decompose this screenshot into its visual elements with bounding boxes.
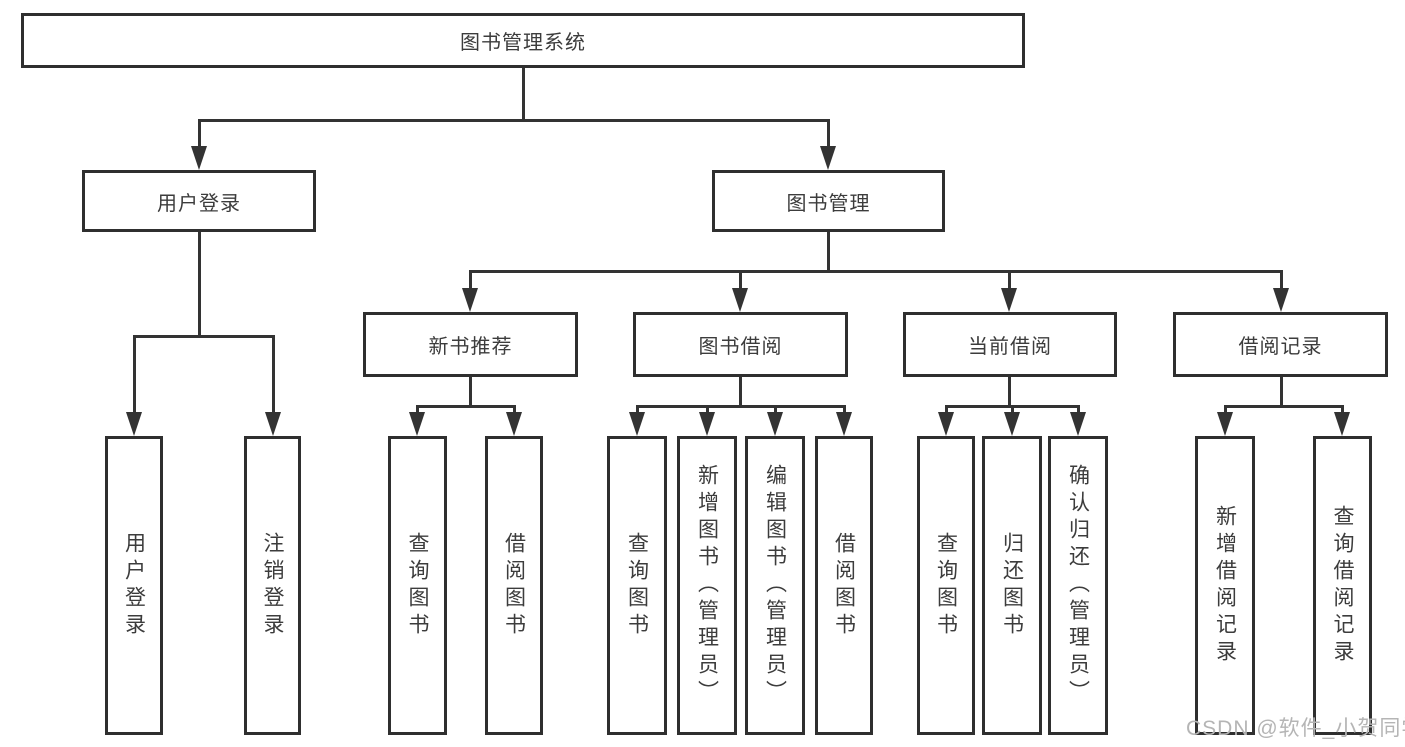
group2-rail-line xyxy=(635,405,846,408)
leaf-label: 查询图书 xyxy=(934,531,958,640)
leaf-label: 用户登录 xyxy=(122,531,146,640)
arrow-down-icon xyxy=(126,412,142,436)
drop-line xyxy=(773,405,777,417)
drop-line xyxy=(705,405,709,417)
group1-drop-line xyxy=(468,270,472,290)
drop-line xyxy=(1076,405,1080,417)
group2-drop-line xyxy=(738,270,742,290)
arrow-down-icon xyxy=(462,288,478,312)
level3-rail-line xyxy=(468,270,1283,273)
group1-rail-line xyxy=(415,405,516,408)
leaf-label: 查询图书 xyxy=(625,531,649,640)
arrow-down-icon xyxy=(699,412,715,436)
leaf-borrow-books: 借阅图书 xyxy=(815,436,873,735)
level2-rail-line xyxy=(197,119,830,122)
leaf-logout: 注销登录 xyxy=(244,436,301,735)
arrow-down-icon xyxy=(1273,288,1289,312)
root-stem-line xyxy=(521,68,525,120)
leaf-label: 确认归还（管理员） xyxy=(1066,464,1090,707)
node-new-book-recommend: 新书推荐 xyxy=(363,312,578,377)
leaf-label: 查询图书 xyxy=(406,531,429,640)
node-user-login: 用户登录 xyxy=(82,170,316,232)
arrow-down-icon xyxy=(732,288,748,312)
arrow-down-icon xyxy=(629,412,645,436)
arrow-down-icon xyxy=(265,412,281,436)
arrow-down-icon xyxy=(1070,412,1086,436)
node-borrow-records: 借阅记录 xyxy=(1173,312,1388,377)
group1-stem-line xyxy=(468,377,472,407)
node-label: 借阅记录 xyxy=(1238,336,1323,358)
arrow-down-icon xyxy=(409,412,425,436)
arrow-down-icon xyxy=(1217,412,1233,436)
group3-drop-line xyxy=(1007,270,1011,290)
leaf-label: 归还图书 xyxy=(1000,531,1024,640)
arrow-down-icon xyxy=(191,146,207,170)
leaf-borrow-books: 借阅图书 xyxy=(485,436,543,735)
leaf-add-books-admin: 新增图书（管理员） xyxy=(677,436,737,735)
group4-rail-line xyxy=(1223,405,1344,408)
login-drop-line xyxy=(197,119,201,149)
leaf-query-books: 查询图书 xyxy=(388,436,447,735)
drop-line xyxy=(635,405,639,417)
leaf-query-books: 查询图书 xyxy=(917,436,975,735)
arrow-down-icon xyxy=(1004,412,1020,436)
drop-line xyxy=(415,405,419,417)
login-stem-line xyxy=(197,232,201,337)
login-leaf2-drop-line xyxy=(271,335,275,415)
login-rail-line xyxy=(132,335,275,338)
drop-line xyxy=(512,405,516,417)
arrow-down-icon xyxy=(767,412,783,436)
mgmt-stem-line xyxy=(826,232,830,273)
arrow-down-icon xyxy=(506,412,522,436)
node-root-label: 图书管理系统 xyxy=(460,32,586,54)
arrow-down-icon xyxy=(820,146,836,170)
leaf-return-books: 归还图书 xyxy=(982,436,1042,735)
node-label: 新书推荐 xyxy=(428,336,513,358)
drop-line xyxy=(842,405,846,417)
leaf-label: 借阅图书 xyxy=(502,531,526,640)
leaf-label: 注销登录 xyxy=(261,531,284,640)
leaf-add-borrow-record: 新增借阅记录 xyxy=(1195,436,1255,735)
leaf-query-books: 查询图书 xyxy=(607,436,667,735)
drop-line xyxy=(1223,405,1227,417)
leaf-label: 查询借阅记录 xyxy=(1331,504,1354,667)
node-label: 当前借阅 xyxy=(968,336,1052,358)
leaf-label: 编辑图书（管理员） xyxy=(763,464,787,707)
leaf-query-borrow-record: 查询借阅记录 xyxy=(1313,436,1372,735)
arrow-down-icon xyxy=(1334,412,1350,436)
arrow-down-icon xyxy=(1001,288,1017,312)
node-current-borrow: 当前借阅 xyxy=(903,312,1117,377)
drop-line xyxy=(1010,405,1014,417)
group4-drop-line xyxy=(1279,270,1283,290)
mgmt-drop-line xyxy=(826,119,830,149)
leaf-label: 新增图书（管理员） xyxy=(695,464,719,707)
node-user-login-label: 用户登录 xyxy=(157,192,241,215)
leaf-label: 新增借阅记录 xyxy=(1213,504,1237,667)
group4-stem-line xyxy=(1279,377,1283,407)
login-leaf1-drop-line xyxy=(132,335,136,415)
node-book-management: 图书管理 xyxy=(712,170,945,232)
leaf-user-login: 用户登录 xyxy=(105,436,163,735)
node-label: 图书借阅 xyxy=(698,336,783,358)
drop-line xyxy=(1340,405,1344,417)
leaf-edit-books-admin: 编辑图书（管理员） xyxy=(745,436,805,735)
leaf-confirm-return-admin: 确认归还（管理员） xyxy=(1048,436,1108,735)
watermark: CSDN @软件_小贺同学 xyxy=(1186,717,1405,740)
node-book-borrow: 图书借阅 xyxy=(633,312,848,377)
arrow-down-icon xyxy=(836,412,852,436)
arrow-down-icon xyxy=(938,412,954,436)
node-root: 图书管理系统 xyxy=(21,13,1025,68)
group3-stem-line xyxy=(1007,377,1011,407)
group2-stem-line xyxy=(738,377,742,407)
leaf-label: 借阅图书 xyxy=(832,531,856,640)
node-book-management-label: 图书管理 xyxy=(786,192,871,215)
drop-line xyxy=(944,405,948,417)
